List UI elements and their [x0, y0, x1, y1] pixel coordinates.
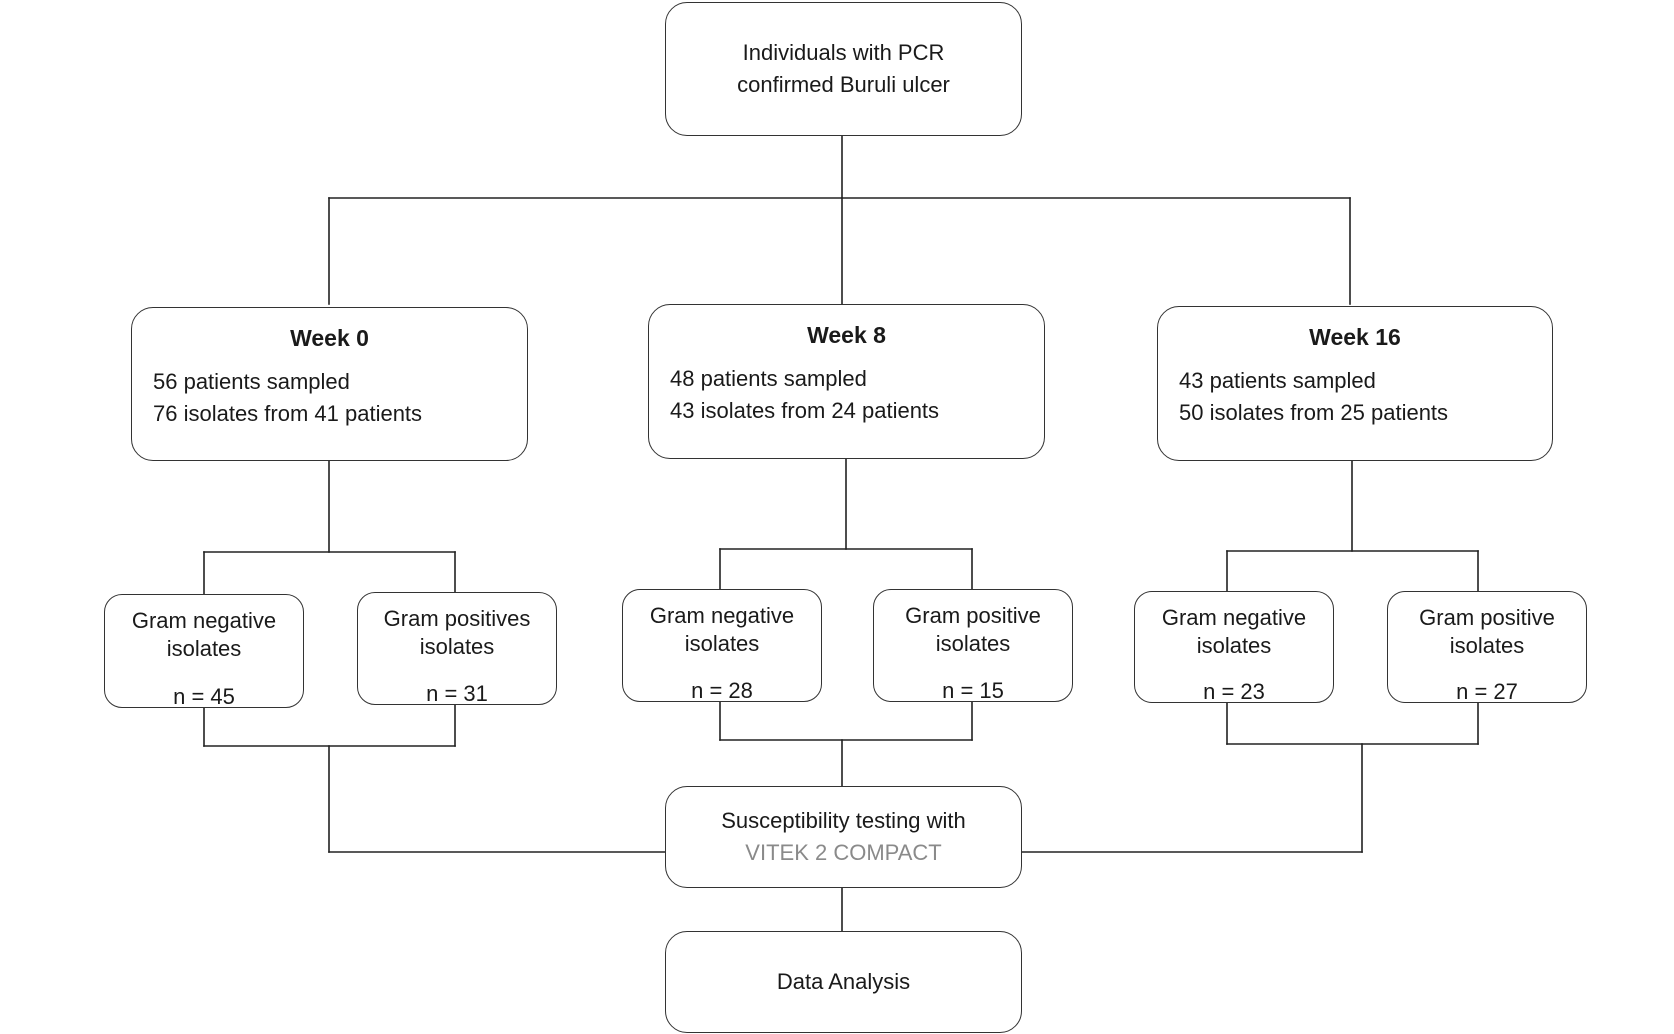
week8-gram-positive-label1: Gram positive — [905, 603, 1041, 628]
week0-isolates: 76 isolates from 41 patients — [153, 401, 423, 426]
week0-gram-negative-count: n = 45 — [173, 684, 235, 709]
week8-gram-negative-label2: isolates — [684, 631, 760, 656]
week0-gram-positive-label1: Gram positives — [383, 606, 531, 631]
week8-box: Week 8 48 patients sampled 43 isolates f… — [648, 304, 1045, 459]
week8-gram-negative-count: n = 28 — [691, 678, 753, 703]
week0-title: Week 0 — [290, 325, 369, 351]
week0-gram-negative-label2: isolates — [166, 636, 242, 661]
week16-patients: 43 patients sampled — [1179, 368, 1376, 393]
week16-gram-positive-label1: Gram positive — [1419, 605, 1555, 630]
week0-gram-negative-box: Gram negative isolates n = 45 — [104, 594, 304, 709]
week0-box: Week 0 56 patients sampled 76 isolates f… — [131, 307, 528, 461]
week8-gram-negative-box: Gram negative isolates n = 28 — [622, 589, 822, 703]
week8-gram-positive-label2: isolates — [935, 631, 1011, 656]
week8-gram-positive-box: Gram positive isolates n = 15 — [873, 589, 1073, 703]
top-box: Individuals with PCR confirmed Buruli ul… — [665, 2, 1022, 136]
data-analysis-box: Data Analysis — [665, 931, 1022, 1033]
susceptibility-box: Susceptibility testing with VITEK 2 COMP… — [665, 786, 1022, 888]
week16-gram-negative-box: Gram negative isolates n = 23 — [1134, 591, 1334, 704]
week8-gram-positive-count: n = 15 — [942, 678, 1004, 703]
data-analysis-label: Data Analysis — [776, 969, 911, 994]
week0-patients: 56 patients sampled — [153, 369, 350, 394]
week16-gram-positive-count: n = 27 — [1456, 679, 1518, 704]
susceptibility-line2: VITEK 2 COMPACT — [745, 840, 942, 865]
week16-gram-negative-label1: Gram negative — [1161, 605, 1307, 630]
week16-gram-negative-label2: isolates — [1196, 633, 1272, 658]
week0-gram-negative-label1: Gram negative — [131, 608, 277, 633]
week8-title: Week 8 — [807, 322, 886, 348]
top-box-line2: confirmed Buruli ulcer — [737, 72, 950, 97]
week0-gram-positive-label2: isolates — [419, 634, 495, 659]
week16-title: Week 16 — [1309, 324, 1401, 350]
week16-gram-negative-count: n = 23 — [1203, 679, 1265, 704]
week16-gram-positive-label2: isolates — [1449, 633, 1525, 658]
week16-gram-positive-box: Gram positive isolates n = 27 — [1387, 591, 1587, 704]
susceptibility-line1: Susceptibility testing with — [721, 808, 966, 833]
top-box-line1: Individuals with PCR — [742, 40, 945, 65]
week8-isolates: 43 isolates from 24 patients — [670, 398, 940, 423]
week16-box: Week 16 43 patients sampled 50 isolates … — [1157, 306, 1553, 461]
week16-isolates: 50 isolates from 25 patients — [1179, 400, 1449, 425]
week8-patients: 48 patients sampled — [670, 366, 867, 391]
week8-gram-negative-label1: Gram negative — [649, 603, 795, 628]
week0-gram-positive-count: n = 31 — [426, 681, 488, 706]
week0-gram-positive-box: Gram positives isolates n = 31 — [357, 592, 557, 706]
